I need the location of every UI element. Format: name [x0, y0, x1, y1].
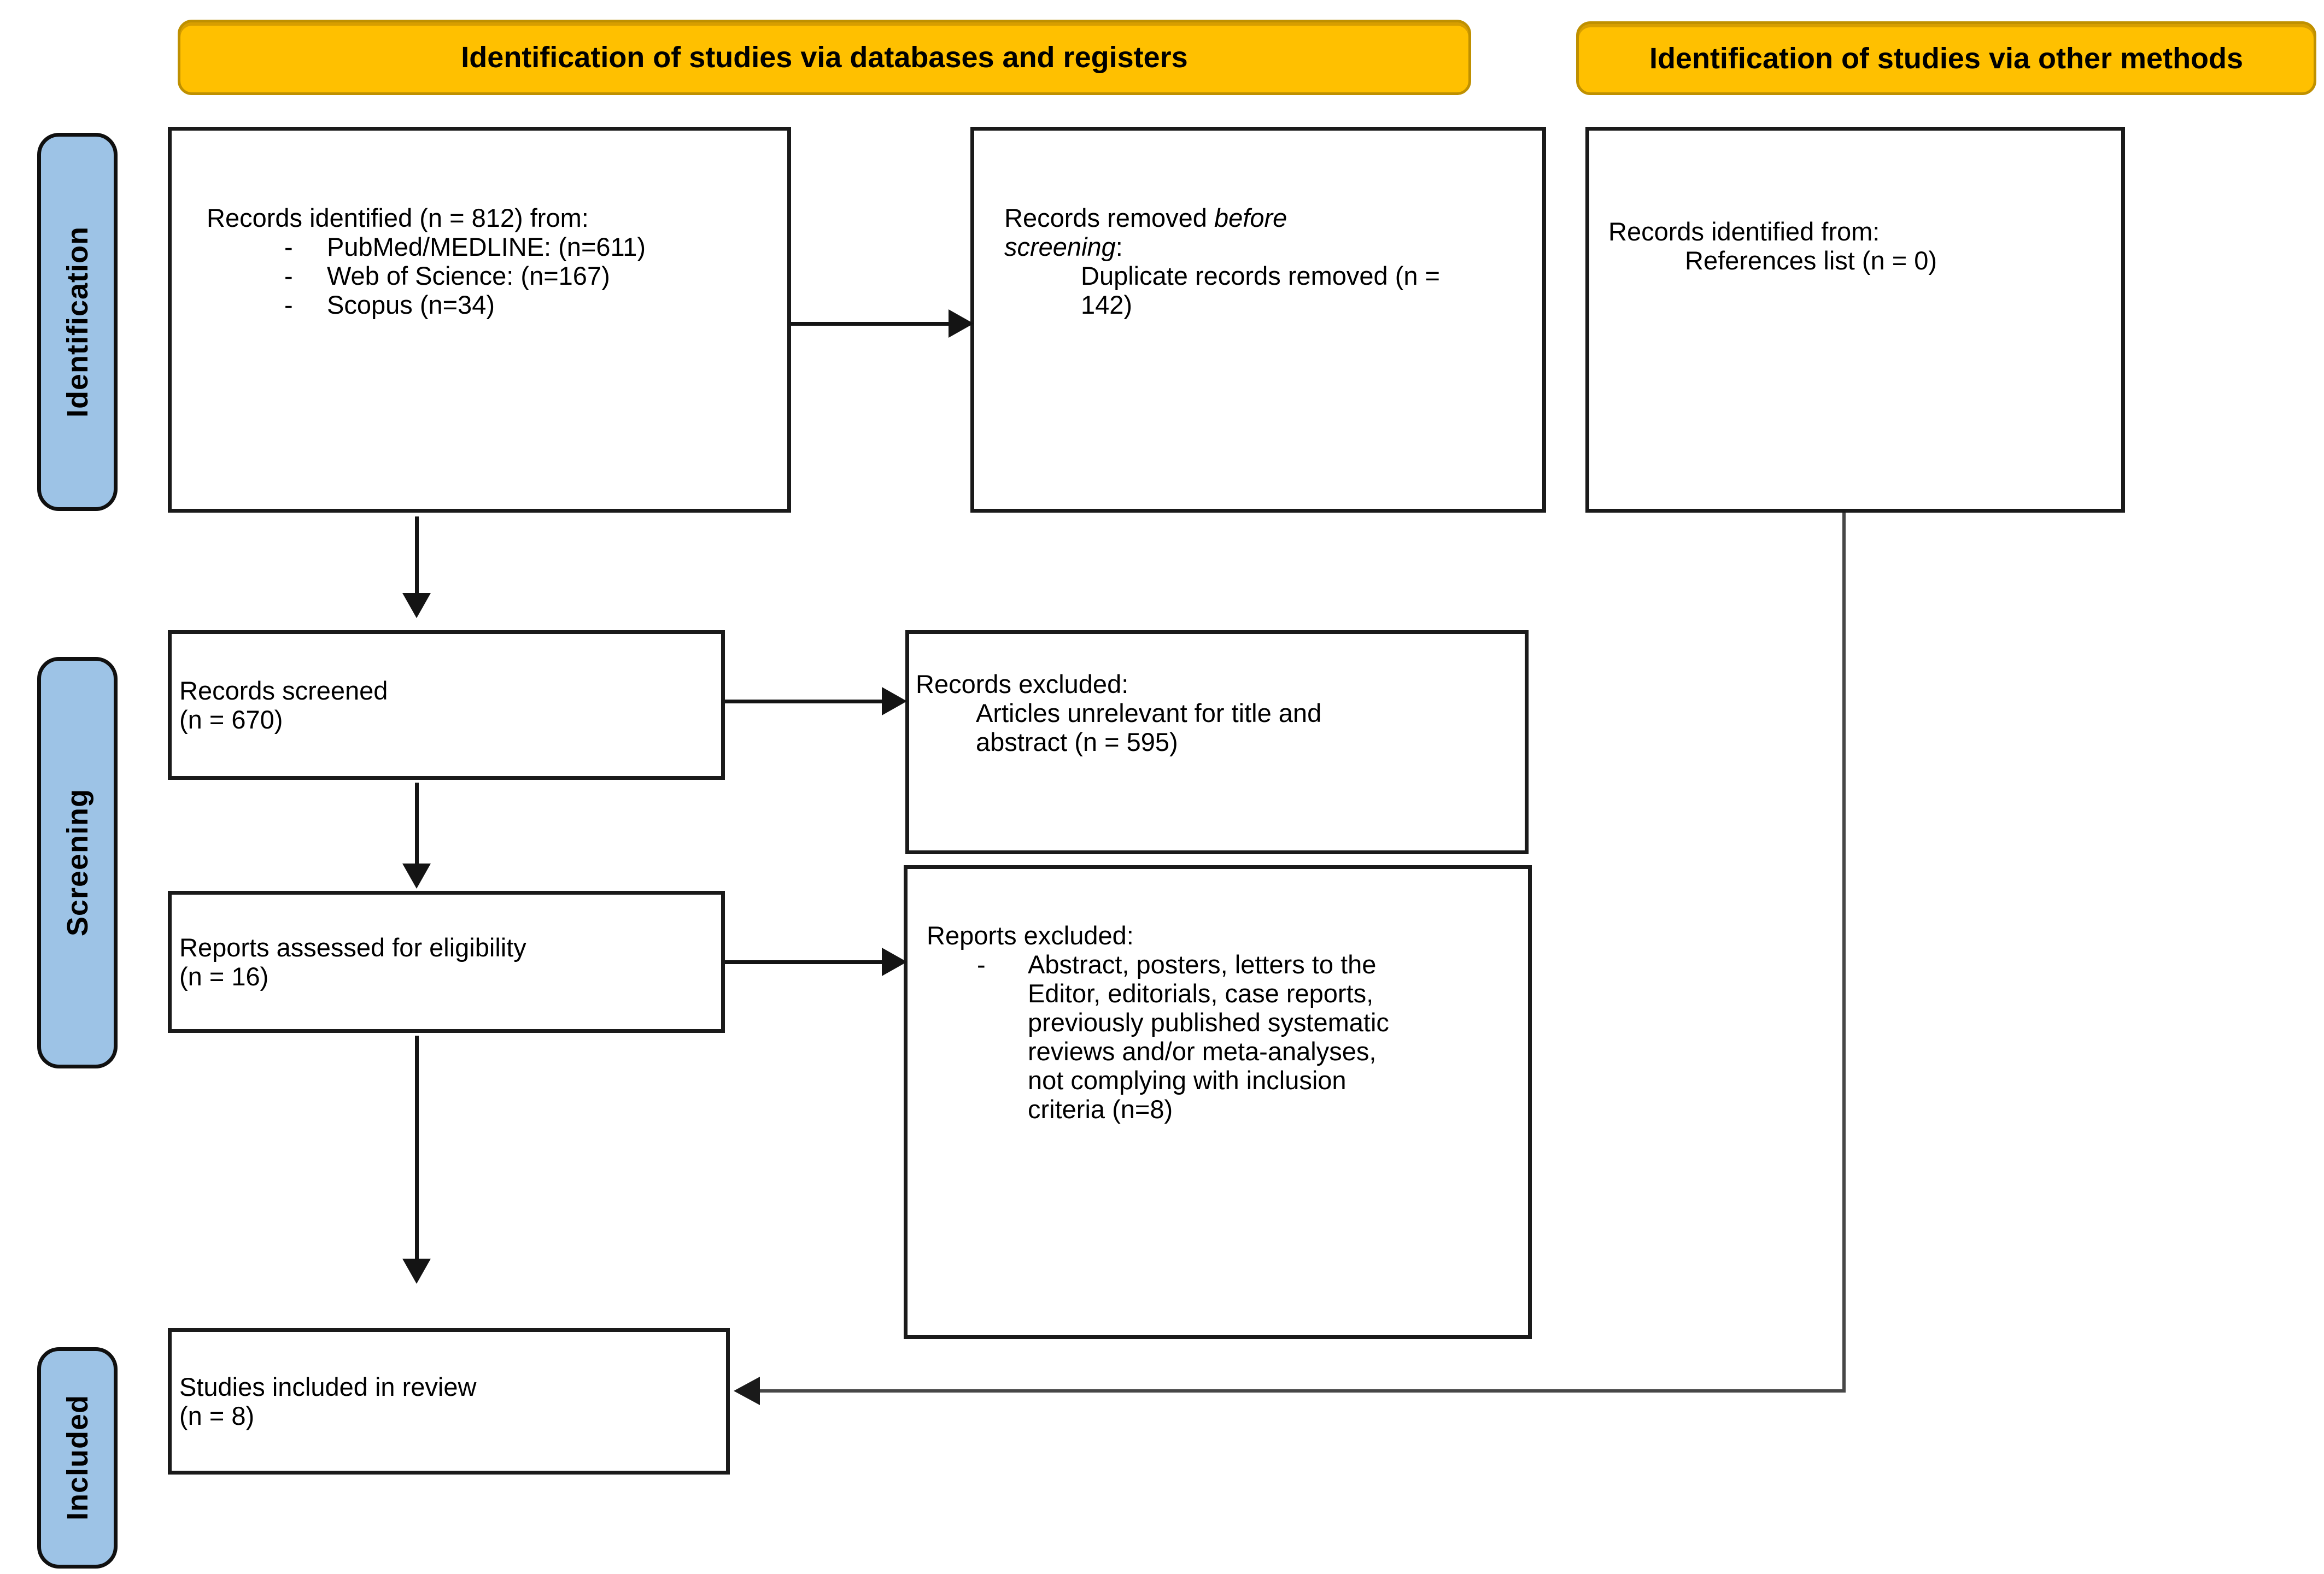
arrow-assessed-to-included-head: [402, 1259, 431, 1284]
arrow-screened-to-assessed-shaft: [415, 783, 419, 864]
records-screened-count: (n = 670): [179, 705, 283, 734]
records-screened-title: Records screened: [179, 676, 388, 705]
header-databases-registers-label: Identification of studies via databases …: [461, 41, 1188, 74]
arrow-screened-to-excluded-shaft: [725, 700, 882, 703]
arrow-assessed-to-reports-excluded-shaft: [725, 960, 882, 964]
records-identified-item-wos: - Web of Science: (n=167): [284, 261, 771, 290]
arrow-identified-to-removed-head: [949, 309, 974, 338]
studies-included-box: Studies included in review (n = 8): [168, 1328, 730, 1475]
records-screened-box: Records screened (n = 670): [168, 630, 725, 780]
records-other-methods-detail: References list (n = 0): [1685, 246, 1937, 275]
arrow-identified-to-removed-shaft: [791, 322, 949, 326]
header-databases-registers: Identification of studies via databases …: [178, 20, 1471, 95]
records-identified-title: Records identified (n = 812) from:: [207, 203, 589, 232]
records-other-methods-title: Records identified from:: [1608, 217, 1880, 246]
arrow-identified-to-screened-shaft: [415, 516, 419, 593]
records-identified-item-label: Scopus (n=34): [327, 290, 495, 319]
stage-screening-label: Screening: [61, 789, 94, 937]
studies-included-count: (n = 8): [179, 1401, 255, 1430]
reports-excluded-item: - Abstract, posters, letters to the Edit…: [977, 950, 1514, 1124]
records-identified-item-scopus: - Scopus (n=34): [284, 290, 771, 319]
reports-assessed-count: (n = 16): [179, 962, 269, 991]
records-excluded-title: Records excluded:: [916, 669, 1129, 698]
connector-other-methods-horizontal: [760, 1389, 1846, 1393]
header-other-methods: Identification of studies via other meth…: [1576, 21, 2316, 95]
reports-excluded-title: Reports excluded:: [927, 921, 1134, 950]
records-identified-item-pubmed: - PubMed/MEDLINE: (n=611): [284, 232, 771, 261]
reports-assessed-title: Reports assessed for eligibility: [179, 933, 526, 962]
stage-screening: Screening: [37, 657, 118, 1068]
records-identified-item-label: Web of Science: (n=167): [327, 261, 610, 290]
bullet-dash: -: [284, 290, 293, 319]
reports-excluded-detail: Abstract, posters, letters to the Editor…: [1028, 950, 1389, 1124]
arrow-assessed-to-reports-excluded-head: [882, 948, 907, 976]
stage-included-label: Included: [61, 1395, 94, 1521]
records-identified-box: Records identified (n = 812) from: - Pub…: [168, 127, 791, 513]
connector-other-methods-vertical: [1842, 513, 1846, 1393]
bullet-dash: -: [284, 261, 293, 290]
records-removed-detail: Duplicate records removed (n = 142): [1081, 261, 1440, 319]
header-other-methods-label: Identification of studies via other meth…: [1649, 42, 2244, 75]
studies-included-title: Studies included in review: [179, 1372, 477, 1401]
stage-identification: Identification: [37, 133, 118, 511]
arrow-screened-to-excluded-head: [882, 687, 907, 715]
records-other-methods-box: Records identified from: References list…: [1585, 127, 2125, 513]
records-excluded-detail: Articles unrelevant for title and abstra…: [976, 698, 1322, 756]
arrow-assessed-to-included-shaft: [415, 1036, 419, 1259]
stage-identification-label: Identification: [61, 226, 94, 418]
arrow-identified-to-screened-head: [402, 593, 431, 618]
records-excluded-box: Records excluded: Articles unrelevant fo…: [905, 630, 1529, 854]
reports-assessed-box: Reports assessed for eligibility (n = 16…: [168, 891, 725, 1033]
stage-included: Included: [37, 1347, 118, 1569]
bullet-dash: -: [284, 232, 293, 261]
reports-excluded-box: Reports excluded: - Abstract, posters, l…: [904, 865, 1532, 1339]
connector-other-methods-head: [734, 1377, 760, 1405]
records-identified-item-label: PubMed/MEDLINE: (n=611): [327, 232, 646, 261]
arrow-screened-to-assessed-head: [402, 864, 431, 889]
bullet-dash: -: [977, 950, 986, 979]
records-removed-box: Records removed before screening: Duplic…: [970, 127, 1546, 513]
records-removed-title: Records removed before screening:: [1004, 203, 1287, 261]
